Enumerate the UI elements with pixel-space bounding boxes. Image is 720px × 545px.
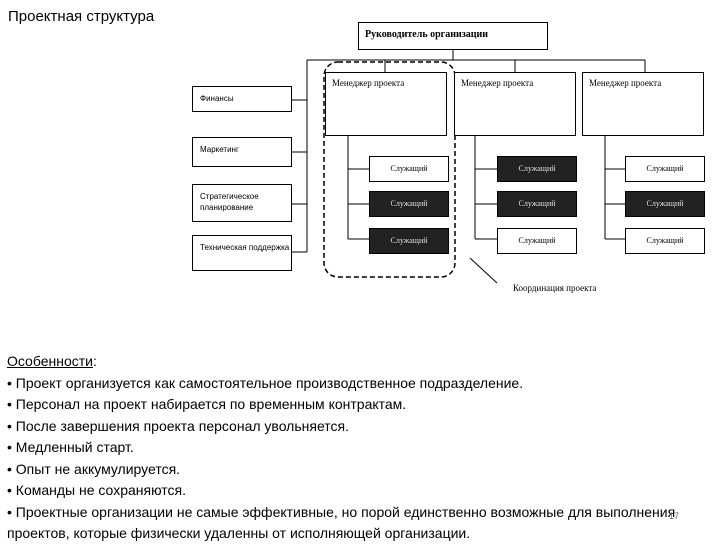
employee-box: Служащий [497,156,577,182]
org-chart-connectors [292,50,646,284]
employee-box: Служащий [497,191,577,217]
project-manager-box-1: Менеджер проекта [325,72,447,136]
employee-box: Служащий [625,156,705,182]
features-heading: Особенности [7,353,93,369]
department-strategic-planning: Стратегическое планирование [192,184,292,222]
page-title: Проектная структура [8,8,155,25]
employee-box: Служащий [369,228,449,254]
feature-item: • После завершения проекта персонал увол… [7,417,349,434]
employee-box: Служащий [497,228,577,254]
page-number: 17 [669,511,680,521]
employee-box: Служащий [625,228,705,254]
project-coordination-outline [323,61,456,278]
department-technical-support: Техническая поддержка [192,235,292,271]
organization-head-box: Руководитель организации [358,22,548,50]
feature-item: • Проектные организации не самые эффекти… [7,503,676,542]
features-heading-colon: : [92,353,97,369]
employee-box: Служащий [625,191,705,217]
features-list: Особенности: • Проект организуется как с… [7,351,713,545]
department-marketing: Маркетинг [192,137,292,167]
employee-box: Служащий [369,156,449,182]
project-manager-box-3: Менеджер проекта [582,72,704,136]
department-finance: Финансы [192,86,292,112]
feature-item: • Персонал на проект набирается по време… [7,396,407,412]
project-coordination-label: Координация проекта [513,283,597,293]
feature-item: • Команды не сохраняются. [7,482,186,498]
feature-item: • Опыт не аккумулируется. [7,460,181,477]
project-manager-box-2: Менеджер проекта [454,72,576,136]
features-heading-line: Особенности: [7,351,713,373]
employee-box: Служащий [369,191,449,217]
feature-item: • Проект организуется как самостоятельно… [7,374,524,391]
feature-item: • Медленный старт. [7,439,134,455]
